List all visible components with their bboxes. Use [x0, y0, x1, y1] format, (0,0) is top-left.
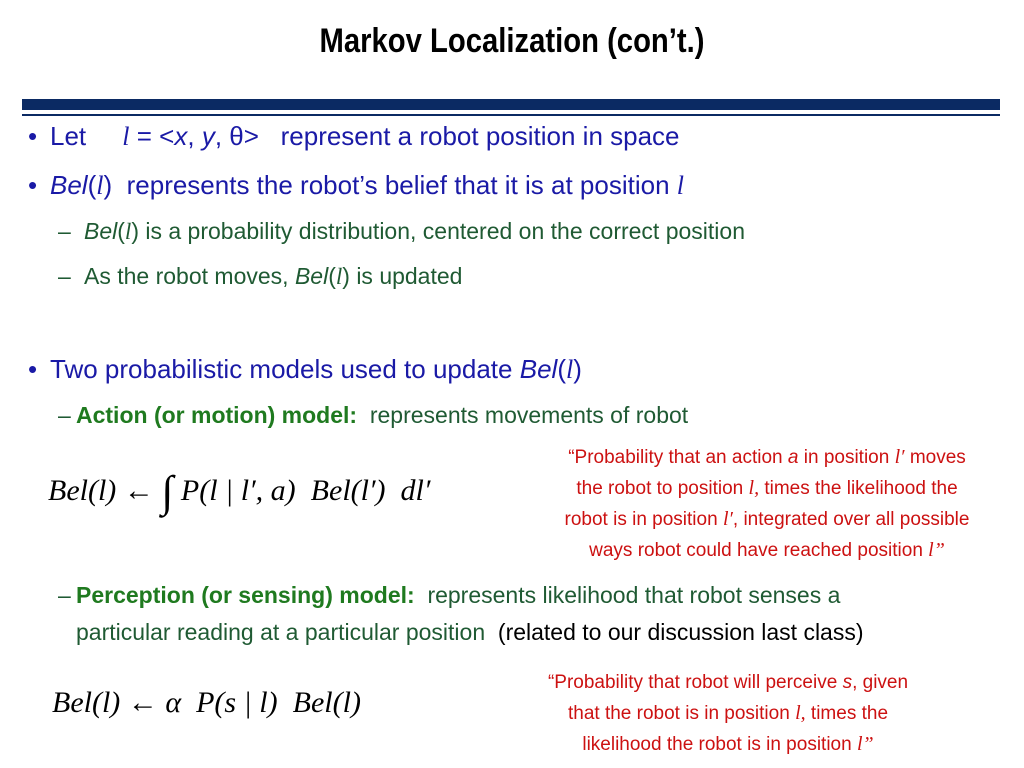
perception-model-note: “Probability that robot will perceive s,…	[547, 672, 909, 755]
sub-bullet-distribution: –Bel(l) is a probability distribution, c…	[58, 218, 745, 244]
header-bar	[22, 99, 1000, 110]
action-model-note: “Probability that an action a in positio…	[564, 446, 970, 561]
perception-model-continued: particular reading at a particular posit…	[76, 619, 864, 645]
sub-bullet-perception-model: –Perception (or sensing) model: represen…	[58, 582, 841, 608]
sub-bullet-action-model: –Action (or motion) model: represents mo…	[58, 402, 689, 428]
header-rule	[22, 114, 1000, 116]
bullet-two-models: •Two probabilistic models used to update…	[28, 354, 582, 384]
perception-update-equation: Bel(l) ← α P(s | l) Bel(l)	[52, 686, 361, 719]
slide-title: Markov Localization (con’t.)	[319, 22, 705, 60]
action-update-equation: Bel(l) ← ∫ P(l | l′, a) Bel(l′) dl′	[48, 467, 431, 516]
bullet-belief-definition: •Bel(l) represents the robot’s belief th…	[28, 170, 685, 200]
sub-bullet-updated: –As the robot moves, Bel(l) is updated	[58, 263, 463, 289]
bullet-position-definition: •Let l = <x, y, θ> represent a robot pos…	[28, 121, 680, 151]
